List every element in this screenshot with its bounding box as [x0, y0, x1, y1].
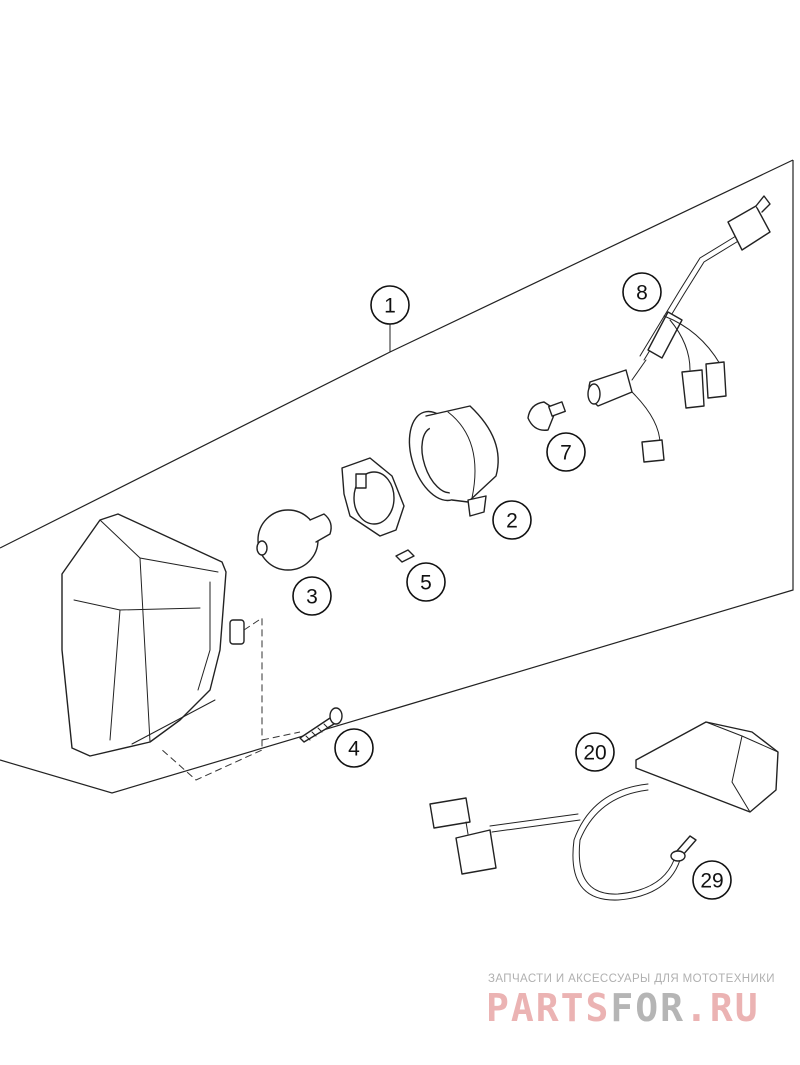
sensor-cable [429, 783, 681, 901]
watermark-brand: PARTSFOR.RU [486, 986, 760, 1030]
watermark-brand-ru: .RU [685, 986, 760, 1030]
mounting-screw [299, 707, 343, 743]
watermark-brand-for: FOR [610, 986, 686, 1030]
callout-2-label: 2 [506, 510, 518, 533]
assembly-frame [0, 159, 794, 794]
sensor-plate [635, 721, 779, 813]
callout-5-label: 5 [420, 572, 432, 595]
callout-4[interactable]: 4 [334, 728, 374, 768]
sensor-bolt [670, 835, 697, 862]
callout-2[interactable]: 2 [492, 500, 532, 540]
callout-8-label: 8 [636, 282, 648, 305]
wiring-harness [587, 195, 771, 463]
callout-7[interactable]: 7 [546, 432, 586, 472]
callout-5[interactable]: 5 [406, 562, 446, 602]
watermark-tagline: ЗАПЧАСТИ И АКСЕССУАРЫ ДЛЯ МОТОТЕХНИКИ [488, 973, 775, 985]
headlight-bulb [256, 509, 332, 571]
parking-bulb [527, 401, 566, 431]
headlight-mask [61, 513, 245, 757]
callout-4-label: 4 [348, 738, 360, 761]
callout-20[interactable]: 20 [575, 732, 615, 772]
callout-7-label: 7 [560, 442, 572, 465]
callout-8[interactable]: 8 [622, 272, 662, 312]
callout-1-label: 1 [384, 295, 396, 318]
rubber-boot [408, 405, 499, 517]
callout-29[interactable]: 29 [692, 860, 732, 900]
callout-3[interactable]: 3 [292, 576, 332, 616]
mounting-dash-lines [159, 617, 301, 781]
watermark-brand-parts: PARTS [486, 986, 611, 1030]
callout-3-label: 3 [306, 586, 318, 609]
callout-20-label: 20 [583, 742, 606, 765]
bulb-clip [395, 549, 415, 563]
callout-1[interactable]: 1 [370, 285, 410, 325]
callout-29-label: 29 [700, 870, 723, 893]
bulb-holder-ring [341, 457, 405, 537]
